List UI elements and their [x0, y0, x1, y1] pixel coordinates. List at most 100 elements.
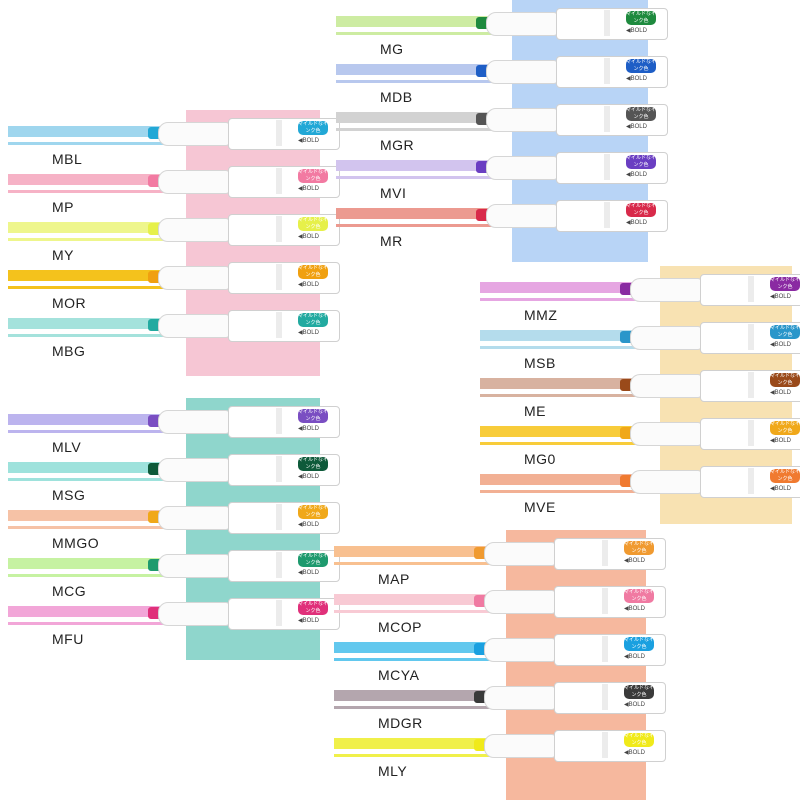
bold-stroke-swatch: [334, 690, 512, 701]
pen-nose: [484, 542, 556, 566]
pen-nose: [158, 266, 230, 290]
bold-marking: ◀BOLD: [626, 220, 647, 226]
fine-stroke-swatch: [480, 490, 650, 493]
bold-stroke-swatch: [8, 270, 186, 281]
bold-marking: ◀BOLD: [298, 474, 319, 480]
pen-nose: [158, 506, 230, 530]
pen-nose: [158, 602, 230, 626]
highlighter-pen: マイルドなインク色◀BOLD: [148, 212, 340, 246]
color-code-label: MVE: [524, 499, 556, 515]
bold-stroke-swatch: [336, 64, 514, 75]
bold-marking: ◀BOLD: [770, 342, 791, 348]
bold-marking: ◀BOLD: [298, 426, 319, 432]
marker-row-my: MY マイルドなインク色◀BOLD: [8, 214, 340, 266]
bold-marking: ◀BOLD: [770, 390, 791, 396]
highlighter-pen: マイルドなインク色◀BOLD: [148, 452, 340, 486]
bold-stroke-swatch: [480, 378, 658, 389]
bold-marking: ◀BOLD: [770, 486, 791, 492]
bold-marking: ◀BOLD: [298, 618, 319, 624]
bold-marking: ◀BOLD: [626, 124, 647, 130]
bold-stroke-swatch: [336, 112, 514, 123]
pen-nose: [486, 204, 558, 228]
pen-cap-band: [602, 684, 608, 710]
fine-stroke-swatch: [480, 346, 650, 349]
color-code-label: MY: [52, 247, 74, 263]
fine-stroke-swatch: [8, 622, 178, 625]
fine-stroke-swatch: [334, 754, 504, 757]
bold-stroke-swatch: [334, 546, 512, 557]
color-code-label: MSB: [524, 355, 556, 371]
pen-nose: [158, 314, 230, 338]
color-code-label: MAP: [378, 571, 410, 587]
color-code-label: MLY: [378, 763, 408, 779]
highlighter-pen: マイルドなインク色◀BOLD: [148, 308, 340, 342]
fine-stroke-swatch: [8, 478, 178, 481]
ink-label: マイルドなインク色: [298, 265, 328, 279]
color-code-label: MDGR: [378, 715, 423, 731]
color-code-label: MCG: [52, 583, 87, 599]
bold-stroke-swatch: [8, 126, 186, 137]
color-code-label: MCYA: [378, 667, 420, 683]
bold-stroke-swatch: [8, 462, 186, 473]
fine-stroke-swatch: [8, 190, 178, 193]
fine-stroke-swatch: [336, 80, 506, 83]
color-code-label: MLV: [52, 439, 82, 455]
color-code-label: MG0: [524, 451, 556, 467]
fine-stroke-swatch: [480, 442, 650, 445]
pen-cap-band: [602, 588, 608, 614]
color-code-label: MMGO: [52, 535, 100, 551]
ink-label: マイルドなインク色: [770, 373, 800, 387]
highlighter-pen: マイルドなインク色◀BOLD: [620, 272, 800, 306]
highlighter-pen: マイルドなインク色◀BOLD: [476, 150, 668, 184]
highlighter-pen: マイルドなインク色◀BOLD: [476, 6, 668, 40]
bold-marking: ◀BOLD: [626, 76, 647, 82]
bold-marking: ◀BOLD: [298, 138, 319, 144]
color-code-label: MOR: [52, 295, 87, 311]
fine-stroke-swatch: [336, 128, 506, 131]
ink-label: マイルドなインク色: [298, 169, 328, 183]
bold-stroke-swatch: [8, 558, 186, 569]
fine-stroke-swatch: [8, 286, 178, 289]
highlighter-pen: マイルドなインク色◀BOLD: [148, 548, 340, 582]
highlighter-pen: マイルドなインク色◀BOLD: [474, 584, 666, 618]
pen-nose: [484, 686, 556, 710]
bold-marking: ◀BOLD: [770, 294, 791, 300]
fine-stroke-swatch: [8, 526, 178, 529]
pen-nose: [486, 156, 558, 180]
ink-label: マイルドなインク色: [626, 107, 656, 121]
pen-cap-band: [276, 312, 282, 338]
color-code-label: MR: [380, 233, 403, 249]
color-code-label: MBL: [52, 151, 83, 167]
marker-row-mvi: MVI マイルドなインク色◀BOLD: [336, 152, 668, 204]
ink-label: マイルドなインク色: [626, 11, 656, 25]
highlighter-pen: マイルドなインク色 ◀BOLD: [476, 102, 668, 136]
pen-nose: [630, 278, 702, 302]
pen-cap-band: [276, 600, 282, 626]
bold-marking: ◀BOLD: [624, 702, 645, 708]
pen-cap-band: [748, 276, 754, 302]
fine-stroke-swatch: [334, 610, 504, 613]
fine-stroke-swatch: [8, 430, 178, 433]
pen-nose: [484, 590, 556, 614]
pen-cap-band: [604, 106, 610, 132]
fine-stroke-swatch: [336, 224, 506, 227]
color-code-label: MVI: [380, 185, 407, 201]
bold-marking: ◀BOLD: [624, 558, 645, 564]
ink-label: マイルドなインク色: [298, 601, 328, 615]
bold-stroke-swatch: [480, 282, 658, 293]
color-code-label: MMZ: [524, 307, 558, 323]
highlighter-pen: マイルドなインク色◀BOLD: [476, 54, 668, 88]
pen-nose: [630, 422, 702, 446]
highlighter-pen: マイルドなインク色◀BOLD: [474, 728, 666, 762]
